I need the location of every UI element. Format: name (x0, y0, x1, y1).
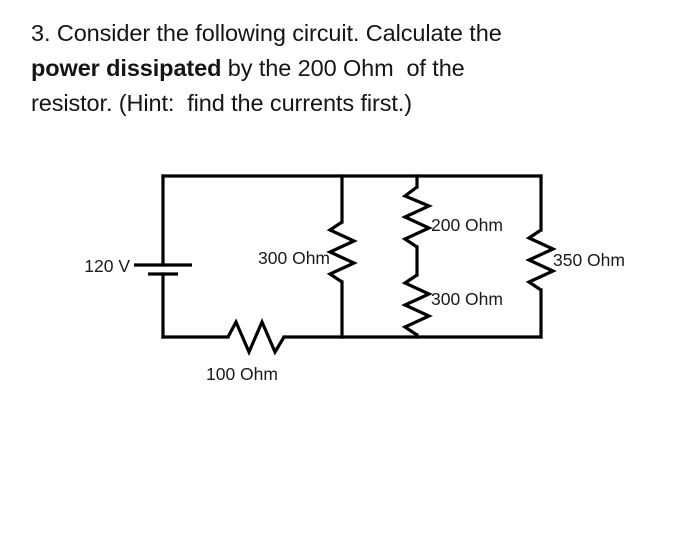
resistor-350ohm-symbol (525, 228, 557, 292)
resistor-300ohm-branch1-symbol (326, 220, 358, 284)
question-line-1: 3. Consider the following circuit. Calcu… (31, 20, 502, 46)
label-source-120v: 120 V (84, 256, 130, 276)
question-line-3: resistor. (Hint: find the currents first… (31, 90, 412, 116)
question-line-2-rest: by the 200 Ohm of the (221, 55, 465, 81)
resistor-100ohm-symbol (226, 317, 286, 357)
label-resistor-350ohm: 350 Ohm (553, 250, 625, 270)
question-emphasis-power-dissipated: power dissipated (31, 55, 222, 81)
resistor-300ohm-branch2-symbol (401, 273, 433, 337)
label-resistor-300ohm-branch2: 300 Ohm (431, 289, 503, 309)
question-line-2: power dissipated by the 200 Ohm of the (31, 51, 671, 86)
question-text-block: 3. Consider the following circuit. Calcu… (31, 16, 671, 121)
label-resistor-300ohm-branch1: 300 Ohm (258, 248, 330, 268)
resistor-200ohm-symbol (401, 185, 433, 249)
label-resistor-100ohm: 100 Ohm (206, 364, 278, 384)
label-resistor-200ohm: 200 Ohm (431, 215, 503, 235)
